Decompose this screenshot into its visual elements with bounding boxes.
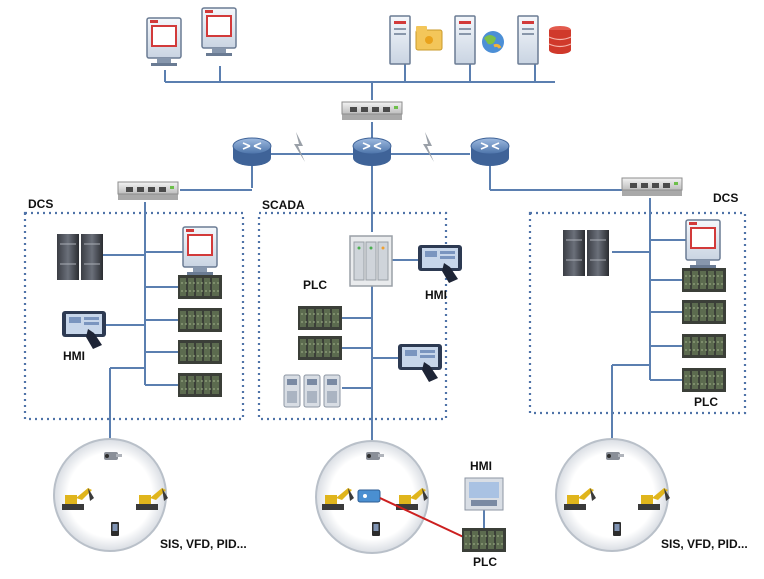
field-center-device-icon bbox=[357, 489, 381, 503]
top-bus bbox=[164, 64, 555, 100]
router-center-icon bbox=[352, 137, 392, 167]
dcs-right-server-icon bbox=[562, 229, 610, 277]
router-right-icon bbox=[470, 137, 510, 167]
dcs-left-links bbox=[100, 202, 185, 440]
field-center-phone-icon bbox=[372, 522, 380, 536]
dcs-left-server-icon bbox=[56, 233, 104, 281]
dcs-right-switch-icon bbox=[621, 177, 683, 197]
scada-plc-1-icon bbox=[297, 305, 343, 331]
dcs-left-controller-1-icon bbox=[177, 274, 223, 300]
field-plc-icon bbox=[461, 527, 507, 553]
dcs-right-controller-4-icon bbox=[681, 367, 727, 393]
dcs-left-controller-4-icon bbox=[177, 372, 223, 398]
dcs-right-links bbox=[611, 198, 688, 440]
hmi-scada-label: HMI bbox=[425, 288, 447, 302]
dcs-left-label: DCS bbox=[28, 197, 53, 211]
dcs-left-hmi-icon bbox=[62, 311, 106, 349]
router-left-icon bbox=[232, 137, 272, 167]
scada-io-modules-icon bbox=[283, 374, 341, 408]
dcs-right-controller-3-icon bbox=[681, 333, 727, 359]
plc-right-label: PLC bbox=[694, 395, 718, 409]
dcs-right-controller-1-icon bbox=[681, 267, 727, 293]
file-server-icon bbox=[389, 15, 443, 65]
dcs-right-label: DCS bbox=[713, 191, 738, 205]
web-server-icon bbox=[454, 15, 504, 65]
field-right-label: SIS, VFD, PID... bbox=[661, 537, 748, 551]
scada-zone bbox=[257, 211, 448, 421]
dcs-left-controller-3-icon bbox=[177, 339, 223, 365]
dcs-right-workstation-icon bbox=[685, 219, 721, 269]
scada-label: SCADA bbox=[262, 198, 305, 212]
dcs-left-zone bbox=[23, 211, 245, 421]
field-hmi-panel-icon bbox=[464, 477, 504, 511]
core-switch-icon bbox=[341, 101, 403, 121]
field-right-phone-icon bbox=[613, 522, 621, 536]
hmi-left-label: HMI bbox=[63, 349, 85, 363]
field-left-label: SIS, VFD, PID... bbox=[160, 537, 247, 551]
wireless-link-right-icon bbox=[423, 132, 434, 162]
field-red-link bbox=[379, 497, 471, 541]
field-left-phone-icon bbox=[111, 522, 119, 536]
dcs-left-switch-icon bbox=[117, 181, 179, 201]
wireless-link-left-icon bbox=[294, 132, 305, 162]
dcs-left-controller-2-icon bbox=[177, 307, 223, 333]
dcs-right-controller-2-icon bbox=[681, 299, 727, 325]
scada-plc-unit-icon bbox=[349, 235, 393, 287]
workstation-2-icon bbox=[201, 7, 237, 57]
plc-scada-label: PLC bbox=[303, 278, 327, 292]
plc-field-label: PLC bbox=[473, 555, 497, 569]
hmi-field-label: HMI bbox=[470, 459, 492, 473]
database-server-icon bbox=[517, 15, 572, 65]
dcs-left-workstation-icon bbox=[182, 226, 218, 276]
scada-plc-2-icon bbox=[297, 335, 343, 361]
scada-hmi-2-icon bbox=[398, 344, 442, 382]
dcs-right-zone bbox=[528, 211, 747, 415]
scada-hmi-1-icon bbox=[418, 245, 462, 283]
workstation-1-icon bbox=[146, 17, 182, 67]
scada-links bbox=[342, 259, 420, 445]
